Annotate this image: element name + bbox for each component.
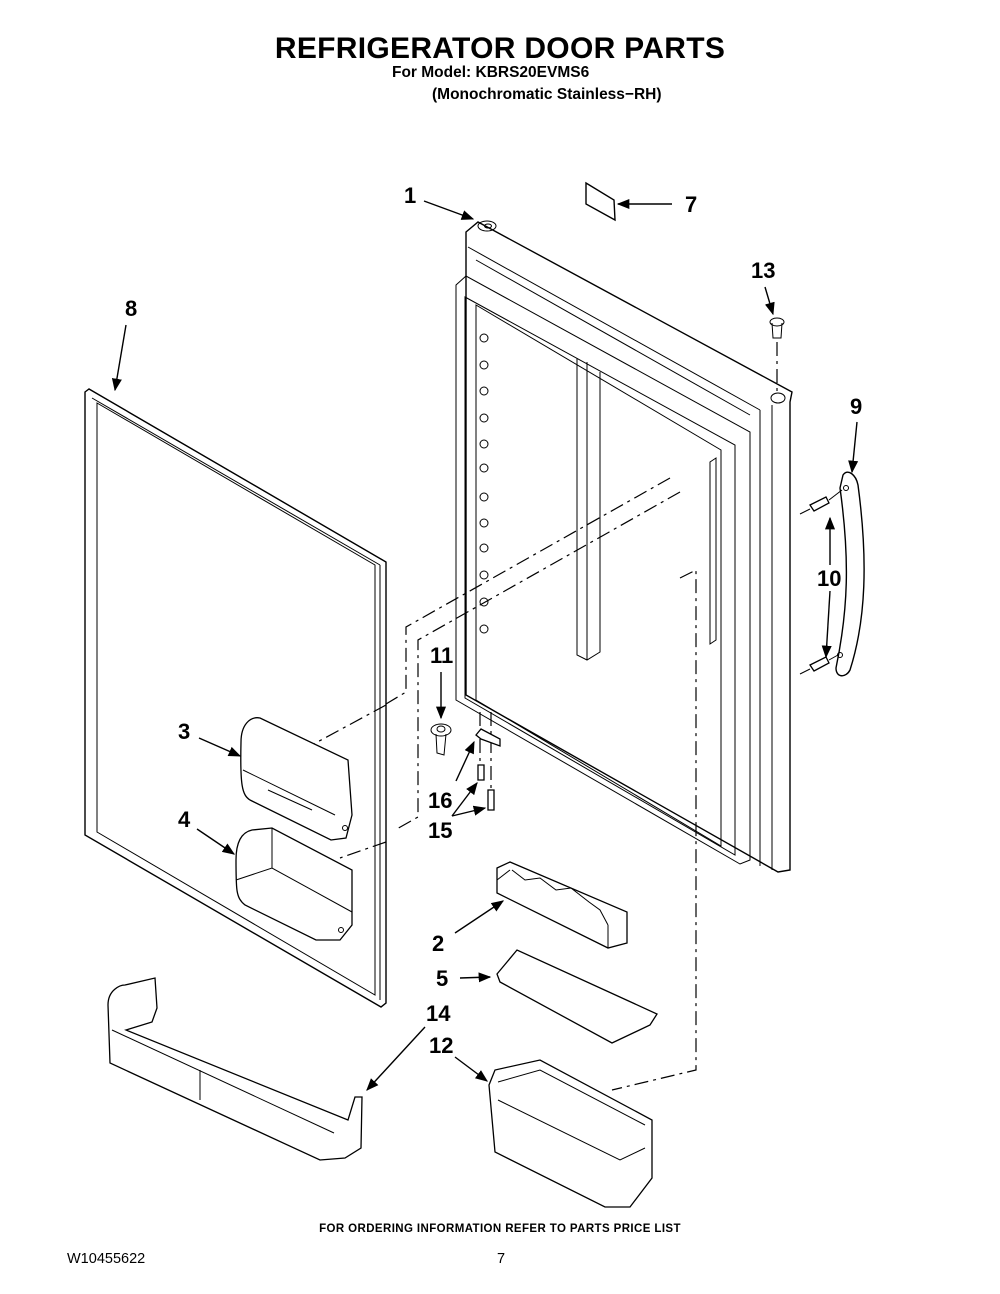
egg-tray-cover	[496, 949, 658, 1044]
callout-15: 15	[428, 818, 452, 843]
callout-14: 14	[426, 1001, 451, 1026]
callout-10: 10	[817, 566, 841, 591]
handle-screws	[799, 489, 843, 675]
model-line: For Model: KBRS20EVMS6	[392, 64, 590, 81]
callout-7: 7	[685, 192, 697, 217]
shelf-knobs	[479, 333, 489, 634]
callout-13: 13	[751, 258, 775, 283]
door-assembly	[455, 220, 793, 873]
dairy-bin	[235, 827, 353, 941]
page-title: REFRIGERATOR DOOR PARTS	[274, 32, 726, 65]
dairy-door	[240, 717, 353, 841]
door-gasket	[84, 388, 387, 1008]
callout-3: 3	[178, 719, 190, 744]
door-shelf-bar	[107, 977, 363, 1161]
door-handle	[835, 471, 865, 677]
bracket-screws	[477, 764, 495, 811]
egg-tray	[496, 861, 628, 949]
door-bin-small	[488, 1059, 653, 1208]
door-stop	[430, 723, 452, 756]
callout-16: 16	[428, 788, 452, 813]
page-number: 7	[497, 1251, 506, 1267]
leader-arrows	[111, 198, 859, 1091]
hinge-bushing	[769, 317, 785, 392]
label-part	[585, 181, 616, 222]
callout-11: 11	[430, 643, 453, 668]
document-number: W10455622	[67, 1251, 146, 1267]
callout-5: 5	[436, 966, 448, 991]
callout-2: 2	[432, 931, 444, 956]
variant-line: (Monochromatic Stainless−RH)	[432, 86, 662, 103]
callout-1: 1	[404, 183, 416, 208]
callout-12: 12	[429, 1033, 453, 1058]
callout-8: 8	[125, 296, 137, 321]
ordering-note: FOR ORDERING INFORMATION REFER TO PARTS …	[319, 1223, 681, 1235]
guide-lines	[309, 477, 697, 1091]
callout-4: 4	[178, 807, 191, 832]
callout-9: 9	[850, 394, 862, 419]
door-bracket	[475, 728, 501, 747]
